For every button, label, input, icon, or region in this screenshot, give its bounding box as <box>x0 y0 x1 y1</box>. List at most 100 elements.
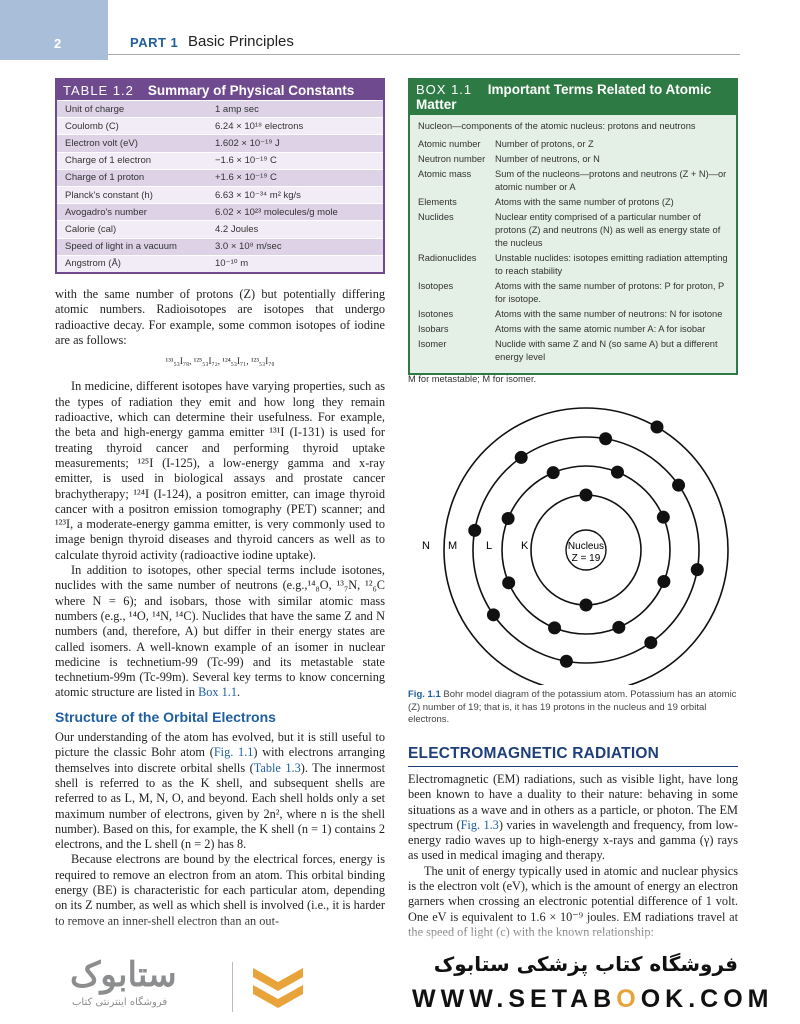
url-part: OK.COM <box>640 985 774 1013</box>
term-row: Neutron number Number of neutrons, or N <box>410 152 736 167</box>
constant-value: 1 amp sec <box>215 103 259 115</box>
terms-box: BOX 1.1 Important Terms Related to Atomi… <box>408 78 738 375</box>
term-definition: Atoms with the same number of protons: P… <box>495 281 725 304</box>
heading-rule <box>408 766 738 767</box>
term-definition: Number of neutrons, or N <box>495 154 600 164</box>
constant-name: Electron volt (eV) <box>65 137 138 149</box>
bohr-atom-figure: Nucleus Z = 19 N M L K <box>422 407 729 685</box>
electron <box>650 420 664 434</box>
term: Isotopes <box>418 281 454 291</box>
electron <box>672 478 686 492</box>
url-part: WWW.SETAB <box>412 985 617 1013</box>
constant-value: −1.6 × 10⁻¹⁹ C <box>215 155 277 167</box>
table-link[interactable]: Table 1.3 <box>253 760 301 775</box>
table-row: Coulomb (C)6.24 × 10¹⁸ electrons <box>57 117 383 135</box>
shell-label-n: N <box>422 540 430 552</box>
section-heading-em: ELECTROMAGNETIC RADIATION <box>408 745 659 762</box>
shell-label-k: K <box>521 540 529 552</box>
atomic-number-label: Z = 19 <box>572 553 601 564</box>
paragraph: Electromagnetic (EM) radiations, such as… <box>408 772 738 864</box>
figure-caption-text: Bohr model diagram of the potassium atom… <box>408 689 737 725</box>
electron <box>579 488 593 502</box>
term: Atomic mass <box>418 169 472 179</box>
box-link[interactable]: Box 1.1 <box>198 685 238 700</box>
term-definition: Number of protons, or Z <box>495 139 594 149</box>
term: Isobars <box>418 324 449 334</box>
term: Atomic number <box>418 139 481 149</box>
term-row: Atomic mass Sum of the nucleons—protons a… <box>410 167 736 195</box>
electron <box>468 523 482 537</box>
table-row: Charge of 1 electron−1.6 × 10⁻¹⁹ C <box>57 151 383 169</box>
term-definition: Atoms with the same atomic number A: A f… <box>495 324 706 334</box>
left-column: with the same number of protons (Z) but … <box>55 287 385 929</box>
shell-label-l: L <box>486 540 492 552</box>
constant-value: 6.63 × 10⁻³⁴ m² kg/s <box>215 189 301 201</box>
box-title: Important Terms Related to Atomic Matter <box>416 82 712 112</box>
table-title: Summary of Physical Constants <box>147 82 355 98</box>
term: Isotones <box>418 309 454 319</box>
electron <box>502 576 516 590</box>
figure-link[interactable]: Fig. 1.3 <box>460 817 499 832</box>
term-definition: Unstable nuclides: isotopes emitting rad… <box>495 253 728 276</box>
electron <box>690 563 704 577</box>
page-number: 2 <box>54 36 62 51</box>
orbit-shell <box>443 407 729 685</box>
figure-caption-label: Fig. 1.1 <box>408 689 441 700</box>
box-rows: Atomic number Number of protons, or Z Neut… <box>410 137 736 365</box>
constant-name: Coulomb (C) <box>65 120 119 132</box>
box-header: BOX 1.1 Important Terms Related to Atomi… <box>410 80 736 115</box>
section-heading: Structure of the Orbital Electrons <box>55 708 276 725</box>
footer-banner <box>0 942 800 1024</box>
paragraph: Our understanding of the atom has evolve… <box>55 730 385 852</box>
term-row: Atomic number Number of protons, or Z <box>410 137 736 152</box>
term-definition: Atoms with the same number of neutrons: … <box>495 309 723 319</box>
orbit-shell <box>501 465 671 635</box>
store-url[interactable]: WWW.SETABOOK.COM <box>412 985 773 1014</box>
electron <box>486 608 500 622</box>
nucleus <box>565 529 607 571</box>
part-title: Basic Principles <box>188 33 294 50</box>
paragraph-text: ). The innermost shell is referred to as… <box>55 760 385 852</box>
figure-link[interactable]: Fig. 1.1 <box>213 745 254 760</box>
constant-name: Angstrom (Å) <box>65 258 121 270</box>
paragraph-text: Our understanding of the atom has evolve… <box>55 730 385 760</box>
term: Isomer <box>418 339 447 349</box>
paragraph-text: ) varies in wavelength and frequency, fr… <box>408 817 738 863</box>
electron <box>579 598 593 612</box>
term-definition: Sum of the nucleons—protons and neutrons… <box>495 169 727 192</box>
constant-name: Calorie (cal) <box>65 223 117 235</box>
table-row: Charge of 1 proton+1.6 × 10⁻¹⁹ C <box>57 168 383 186</box>
table-row: Calorie (cal)4.2 Joules <box>57 220 383 238</box>
term: Elements <box>418 197 457 207</box>
nucleus-label: Nucleus <box>568 541 604 552</box>
constant-name: Avogadro's number <box>65 206 147 218</box>
table-row: Electron volt (eV)1.602 × 10⁻¹⁹ J <box>57 134 383 152</box>
electron <box>501 512 515 526</box>
term: Neutron number <box>418 154 486 164</box>
header-rule <box>108 54 740 55</box>
table-row: Planck's constant (h)6.63 × 10⁻³⁴ m² kg/… <box>57 185 383 204</box>
electron <box>657 574 671 588</box>
electron <box>610 465 624 479</box>
electron <box>546 466 560 480</box>
constant-name: Speed of light in a vacuum <box>65 241 177 253</box>
paragraph: In addition to isotopes, other special t… <box>55 563 385 701</box>
term-row: Isotones Atoms with the same number of ne… <box>410 307 736 322</box>
term-row: Nuclides Nuclear entity comprised of a pa… <box>410 210 736 251</box>
term: Nuclides <box>418 212 454 222</box>
page-number-tab <box>0 0 108 60</box>
logo-divider <box>232 962 233 1012</box>
term-definition: Atoms with the same number of protons (Z… <box>495 197 674 207</box>
term-row: Isotopes Atoms with the same number of pr… <box>410 279 736 307</box>
electron <box>559 654 573 668</box>
right-column: Electromagnetic (EM) radiations, such as… <box>408 772 738 940</box>
iodine-isotopes: ¹³¹₅₃I₇₈, ¹²⁵₅₃I₇₂, ¹²⁴₅₃I₇₁, ¹²³₅₃I₇₀ <box>165 356 275 367</box>
shell-label-m: M <box>448 540 457 552</box>
term-definition: Nuclear entity comprised of a particular… <box>495 212 721 248</box>
electron <box>612 620 626 634</box>
url-part: O <box>616 985 641 1013</box>
